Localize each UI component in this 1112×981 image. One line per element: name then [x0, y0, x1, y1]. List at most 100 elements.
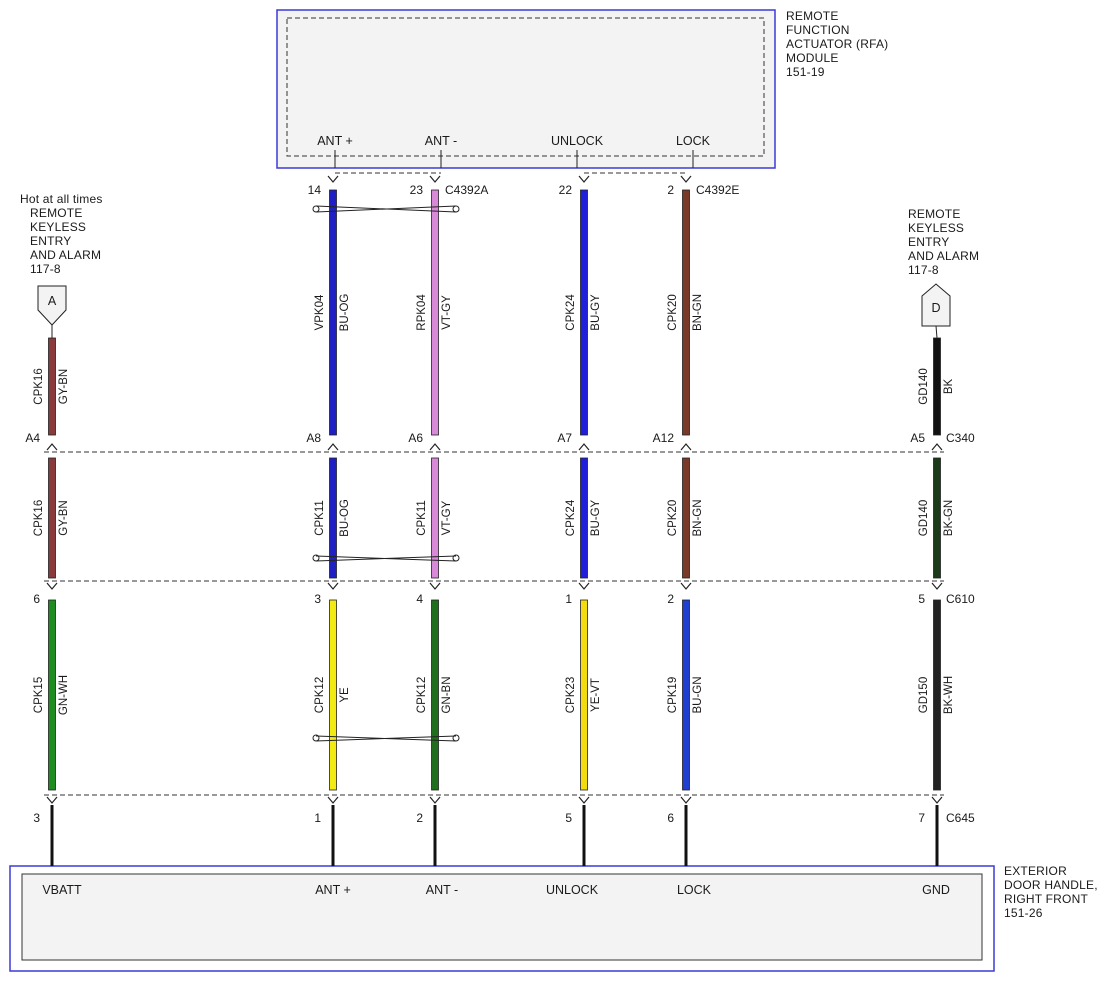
wire-segment [682, 599, 690, 791]
wire-segment [431, 599, 439, 791]
connector-c610-label: C610 [946, 592, 975, 606]
wire-segment [933, 599, 941, 791]
door-title-line: EXTERIOR [1004, 864, 1067, 878]
circuit-id: CPK23 [565, 677, 577, 713]
wire-segment [933, 337, 941, 436]
connector-labels: C4392A C4392E C340 C610 C645 [445, 183, 975, 825]
rfa-title-line: FUNCTION [786, 23, 850, 37]
rfa-pin-ant-plus: ANT + [317, 134, 353, 148]
pin-number: A6 [408, 431, 423, 445]
chevron-down-icon [327, 582, 339, 590]
connector-c4392e-label: C4392E [696, 183, 739, 197]
pin-number: 14 [308, 183, 322, 197]
pin-number: A12 [653, 431, 675, 445]
pin-number: 4 [416, 592, 423, 606]
left-ref-line: Hot at all times [20, 192, 103, 206]
chevron-down-icon [429, 582, 441, 590]
chevron-up-icon [578, 443, 590, 451]
chevron-down-icon [578, 175, 590, 183]
circuit-id: CPK11 [416, 500, 428, 536]
door-title-line: RIGHT FRONT [1004, 892, 1088, 906]
circuit-id: CPK24 [565, 499, 577, 536]
twisted-pair-marker [312, 205, 460, 213]
left-ref-line: ENTRY [30, 234, 71, 248]
circuit-id: VPK04 [314, 294, 326, 330]
rfa-title-line: ACTUATOR (RFA) [786, 37, 888, 51]
right-ref-tag: D [931, 301, 940, 315]
rfa-module: ANT + ANT - UNLOCK LOCK REMOTE FUNCTION … [276, 9, 888, 169]
chevron-down-icon [429, 796, 441, 804]
rfa-title-line: MODULE [786, 51, 839, 65]
wire-segment [580, 189, 588, 436]
pin-number: 3 [33, 811, 40, 825]
wire-segment [580, 599, 588, 791]
connector-lines [44, 172, 944, 796]
rfa-title-line: REMOTE [786, 9, 839, 23]
wire-color-code: GY-BN [58, 500, 70, 535]
door-handle-module-inner [21, 873, 983, 961]
pin-number: 3 [314, 592, 321, 606]
wire-segment [933, 457, 941, 579]
circuit-id: GD150 [918, 677, 930, 713]
pin-number: 2 [416, 811, 423, 825]
chevron-down-icon [578, 582, 590, 590]
right-ref-line: KEYLESS [908, 221, 964, 235]
wire-segment [431, 457, 439, 579]
left-ref-line: REMOTE [30, 206, 83, 220]
left-ref-line: 117-8 [30, 262, 61, 276]
circuit-id: CPK15 [33, 677, 45, 713]
chevron-down-icon [680, 796, 692, 804]
wire-color-code: BK-GN [943, 500, 955, 536]
chevron-up-icon [46, 443, 58, 451]
pin-number: 22 [559, 183, 573, 197]
pin-number: 6 [33, 592, 40, 606]
chevron-down-icon [680, 582, 692, 590]
right-ref-line: ENTRY [908, 235, 949, 249]
right-ref-tag-shape [921, 283, 951, 327]
wire-segment [329, 457, 337, 579]
door-handle-module: VBATT ANT + ANT - UNLOCK LOCK GND EXTERI… [9, 864, 1098, 972]
wire-segment [48, 599, 56, 791]
wire-color-code: GN-WH [58, 675, 70, 715]
wire-segment [329, 599, 337, 791]
circuit-id: GD140 [918, 500, 930, 536]
wire-segment [48, 457, 56, 579]
connector-c340-label: C340 [946, 431, 975, 445]
pin-number: 1 [565, 592, 572, 606]
circuit-id: CPK12 [416, 677, 428, 713]
right-ref-line: AND ALARM [908, 249, 979, 263]
left-reference: Hot at all times REMOTE KEYLESS ENTRY AN… [20, 192, 103, 326]
wire-color-code: BU-GN [692, 676, 704, 713]
circuit-id: CPK19 [667, 677, 679, 713]
circuit-id: CPK11 [314, 500, 326, 536]
rfa-pin-lock: LOCK [676, 134, 711, 148]
pin-number: 6 [667, 811, 674, 825]
chevron-up-icon [429, 443, 441, 451]
right-reference: REMOTE KEYLESS ENTRY AND ALARM 117-8 D [908, 207, 979, 327]
chevron-down-icon [931, 796, 943, 804]
door-handle-title: EXTERIOR DOOR HANDLE, RIGHT FRONT 151-26 [1004, 864, 1098, 920]
pin-number: 2 [667, 592, 674, 606]
door-title-line: 151-26 [1004, 906, 1043, 920]
rfa-title-line: 151-19 [786, 65, 825, 79]
pin-number: A7 [557, 431, 572, 445]
left-ref-tag: A [48, 294, 57, 308]
door-pin-unlock: UNLOCK [546, 883, 599, 897]
wire-color-code: BN-GN [692, 499, 704, 536]
pin-number: 5 [565, 811, 572, 825]
left-ref-line: AND ALARM [30, 248, 101, 262]
pin-number: A8 [306, 431, 321, 445]
wire-color-code: BU-GY [590, 294, 602, 331]
right-ref-line: 117-8 [908, 263, 939, 277]
pin-number: A4 [25, 431, 40, 445]
chevron-down-icon [46, 796, 58, 804]
wire-segment [682, 189, 690, 436]
wire-segment [48, 337, 56, 436]
wire-color-code: BU-OG [339, 499, 351, 537]
rfa-module-title: REMOTE FUNCTION ACTUATOR (RFA) MODULE 15… [786, 9, 888, 79]
chevron-down-icon [46, 582, 58, 590]
circuit-id: CPK16 [33, 368, 45, 404]
circuit-id: CPK16 [33, 500, 45, 536]
